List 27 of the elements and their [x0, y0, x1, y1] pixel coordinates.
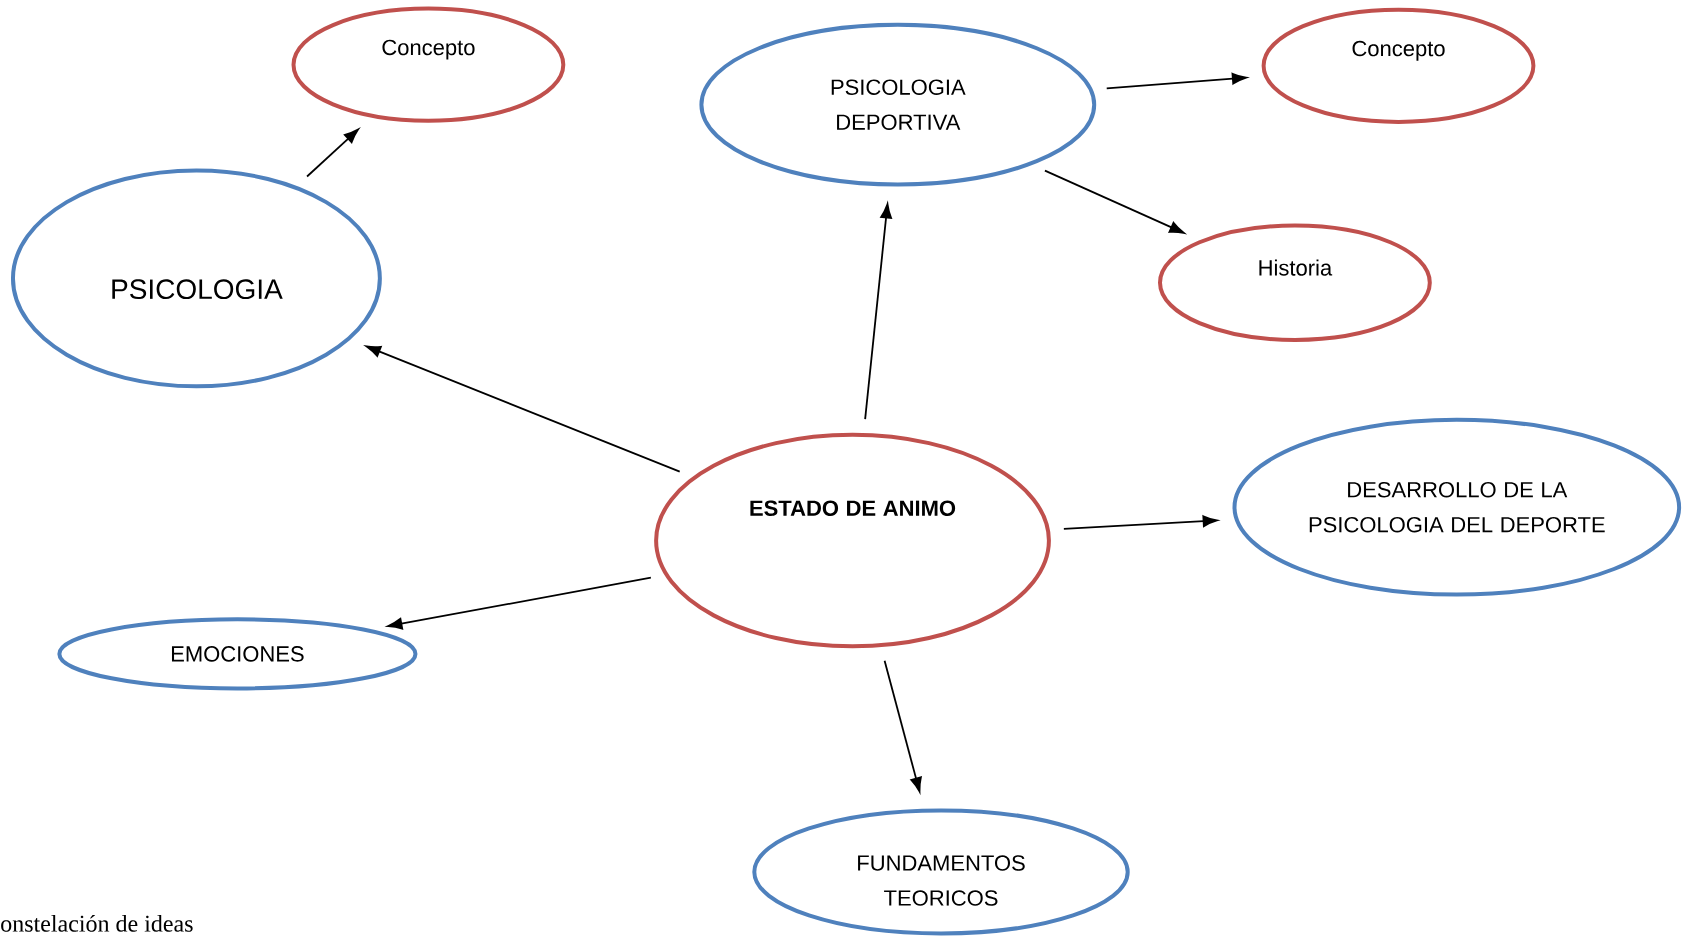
- concept-ellipse: [752, 808, 1130, 936]
- arrow: [883, 659, 922, 793]
- concept-ellipse: [654, 432, 1051, 649]
- arrow: [1062, 515, 1218, 530]
- node-text: Concepto: [382, 39, 475, 60]
- arrow: [1105, 72, 1247, 90]
- node-text: FUNDAMENTOS TEORICOS: [858, 855, 1025, 906]
- arrow: [387, 576, 652, 630]
- concept-ellipse: [57, 617, 418, 691]
- concept-ellipse: [10, 168, 382, 389]
- arrow: [864, 203, 892, 420]
- concept-ellipse: [1232, 417, 1682, 597]
- node-text: ESTADO DE ANIMO: [750, 500, 956, 516]
- node-text: Historia: [1259, 259, 1333, 276]
- concept-ellipse: [1158, 223, 1432, 342]
- arrow: [1044, 169, 1185, 234]
- node-text: DESARROLLO DE LA PSICOLOGIA DEL DEPORTE: [1309, 481, 1605, 533]
- concept-ellipse: [1261, 7, 1536, 124]
- arrow: [306, 128, 359, 178]
- node-text: EMOCIONES: [172, 646, 304, 662]
- arrow: [365, 345, 681, 473]
- node-text: Concepto: [1352, 40, 1445, 61]
- concept-ellipse: [291, 6, 566, 123]
- caption: onstelación de ideas: [1, 914, 193, 932]
- concept-ellipse: [699, 22, 1097, 187]
- node-text: PSICOLOGIA: [112, 279, 283, 300]
- node-text: PSICOLOGIA DEPORTIVA: [831, 79, 966, 130]
